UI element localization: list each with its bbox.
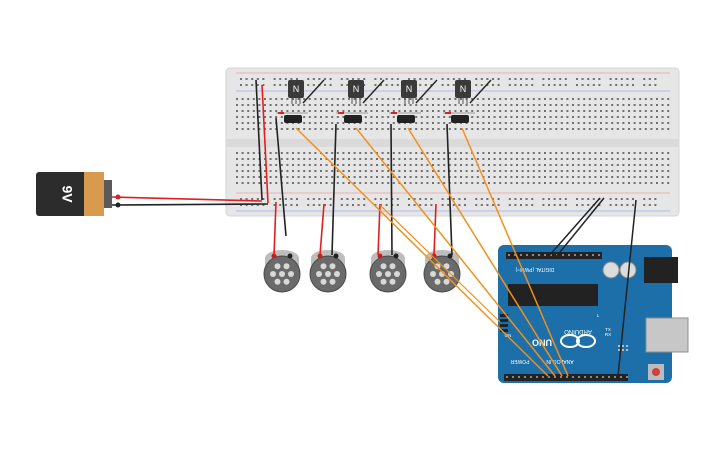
npn-transistor[interactable]: N — [348, 80, 364, 104]
on-label: ON — [505, 333, 512, 338]
transistor-label: N — [353, 84, 360, 94]
battery-wires — [111, 194, 269, 208]
dc-motor[interactable] — [309, 250, 347, 293]
atmega-chip — [508, 284, 598, 306]
arduino-pins — [500, 254, 628, 378]
transistor-label: N — [406, 84, 413, 94]
arduino-uno-board[interactable]: UNO ARDUINO DIGITAL (PWM~) ANALOG IN POW… — [498, 245, 689, 383]
dc-motors — [263, 250, 461, 293]
transistor-label: N — [460, 84, 467, 94]
npn-transistor[interactable]: N — [288, 80, 304, 104]
power-header-label: POWER — [510, 358, 529, 364]
rx-label: RX — [605, 332, 611, 337]
l-label: L — [597, 313, 600, 318]
digital-header-label: DIGITAL (PWM~) — [515, 266, 554, 272]
npn-transistor[interactable]: N — [401, 80, 417, 104]
dc-motor[interactable] — [369, 250, 407, 293]
wires — [255, 79, 637, 377]
battery-9v[interactable]: 9V — [36, 172, 112, 216]
analog-header-label: ANALOG IN — [546, 358, 574, 364]
resistor[interactable] — [276, 112, 308, 123]
resistor[interactable] — [336, 112, 368, 123]
tx-label: TX — [605, 327, 611, 332]
npn-transistor[interactable]: N — [455, 80, 471, 104]
arduino-infinity-logo — [560, 334, 580, 348]
digital-header[interactable] — [506, 252, 602, 259]
arduino-logo-text: ARDUINO — [564, 328, 592, 334]
battery-label: 9V — [59, 185, 75, 203]
resistor[interactable] — [443, 112, 475, 123]
transistor-label: N — [293, 84, 300, 94]
dc-motor[interactable] — [263, 250, 301, 293]
resistor[interactable] — [389, 112, 421, 123]
